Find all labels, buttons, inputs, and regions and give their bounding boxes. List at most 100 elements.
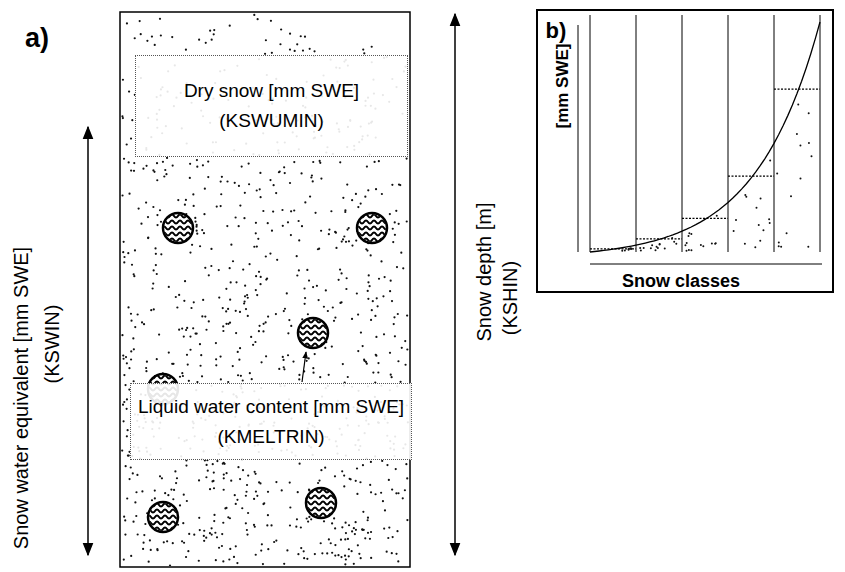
snow-dot [392, 536, 394, 538]
snow-dot [127, 306, 129, 308]
snow-dot [175, 482, 177, 484]
snow-dot [208, 320, 210, 322]
snow-dot [339, 269, 341, 271]
snow-dot [296, 43, 298, 45]
snow-dot [393, 323, 395, 325]
snow-dot [223, 462, 225, 464]
snow-dot [254, 341, 256, 343]
snow-dot [189, 177, 191, 179]
snow-dot [394, 234, 396, 236]
snow-dot [245, 522, 247, 524]
snow-dot [143, 534, 145, 536]
snow-dot [189, 349, 191, 351]
snow-dot [211, 480, 213, 482]
depth-dimension-arrow [454, 14, 456, 555]
snow-dot [319, 162, 321, 164]
snow-dot [314, 353, 316, 355]
snow-dot [249, 372, 251, 374]
snow-dot [371, 309, 373, 311]
snow-dot [177, 199, 179, 201]
snow-dot [145, 367, 147, 369]
water-droplet [356, 213, 388, 243]
snow-dot [258, 325, 260, 327]
snow-dot [214, 532, 216, 534]
snow-dot [369, 484, 371, 486]
snow-dot [130, 350, 132, 352]
snow-dot [344, 563, 346, 565]
snow-dot [134, 326, 136, 328]
snow-dot [225, 288, 227, 290]
snow-dot [345, 558, 347, 560]
snow-dot [224, 507, 226, 509]
snow-dot [344, 538, 346, 540]
snow-dot [187, 364, 189, 366]
snow-dot [262, 210, 264, 212]
snow-dot [342, 363, 344, 365]
snow-dot [135, 515, 137, 517]
snow-dot [302, 49, 304, 51]
snow-dot [251, 378, 253, 380]
snow-dot [229, 299, 231, 301]
snow-dot [166, 157, 168, 159]
snow-dot [334, 316, 336, 318]
snow-dot [254, 471, 256, 473]
snow-dot [337, 554, 339, 556]
snow-dot [278, 171, 280, 173]
snow-dot [296, 255, 298, 257]
snow-dot [185, 329, 187, 331]
snow-dot [245, 308, 247, 310]
snow-dot [341, 526, 343, 528]
snow-dot [338, 279, 340, 281]
snow-dot [181, 540, 183, 542]
snow-dot [221, 176, 223, 178]
snow-dot [221, 533, 223, 535]
snow-dot [289, 182, 291, 184]
snow-dot [178, 329, 180, 331]
snow-dot [210, 527, 212, 529]
snow-dot [382, 295, 384, 297]
snow-dot [356, 467, 358, 469]
snow-dot [351, 199, 353, 201]
snow-dot [126, 408, 128, 410]
snow-dot [131, 119, 133, 121]
snow-dot [156, 179, 158, 181]
snow-dot [147, 236, 149, 238]
snow-dot [303, 550, 305, 552]
snow-dot [153, 308, 155, 310]
snow-dot [371, 46, 373, 48]
axis-label: Snow depth [m] [474, 203, 494, 342]
snow-dot [276, 259, 278, 261]
snow-dot [134, 501, 136, 503]
snow-dot [399, 184, 401, 186]
snow-dot [265, 355, 267, 357]
snow-dot [367, 517, 369, 519]
snow-column [120, 12, 410, 567]
snow-dot [334, 544, 336, 546]
panel-frame [537, 10, 833, 292]
box-text: Dry snow [mm SWE] [184, 76, 359, 106]
snow-class-chart [590, 15, 820, 252]
snow-dot [267, 222, 269, 224]
snow-dot [375, 354, 377, 356]
snow-dot [255, 491, 257, 493]
snow-dot [367, 290, 369, 292]
snow-dot [245, 495, 247, 497]
snow-dot [283, 366, 285, 368]
snow-dot [187, 550, 189, 552]
snow-dot [343, 475, 345, 477]
snow-dot [348, 548, 350, 550]
text-box: Dry snow [mm SWE](KSWUMIN) [135, 55, 408, 157]
snow-dot [155, 253, 157, 255]
snow-dot [298, 239, 300, 241]
snow-dot [241, 507, 243, 509]
snow-dot [196, 166, 198, 168]
snow-dot [145, 165, 147, 167]
snow-dot [221, 545, 223, 547]
snow-dot [176, 306, 178, 308]
snow-dot [196, 233, 198, 235]
snow-dot [396, 530, 398, 532]
snow-dot [395, 210, 397, 212]
snow-dot [269, 252, 271, 254]
snow-dot [296, 518, 298, 520]
snow-dot [164, 492, 166, 494]
